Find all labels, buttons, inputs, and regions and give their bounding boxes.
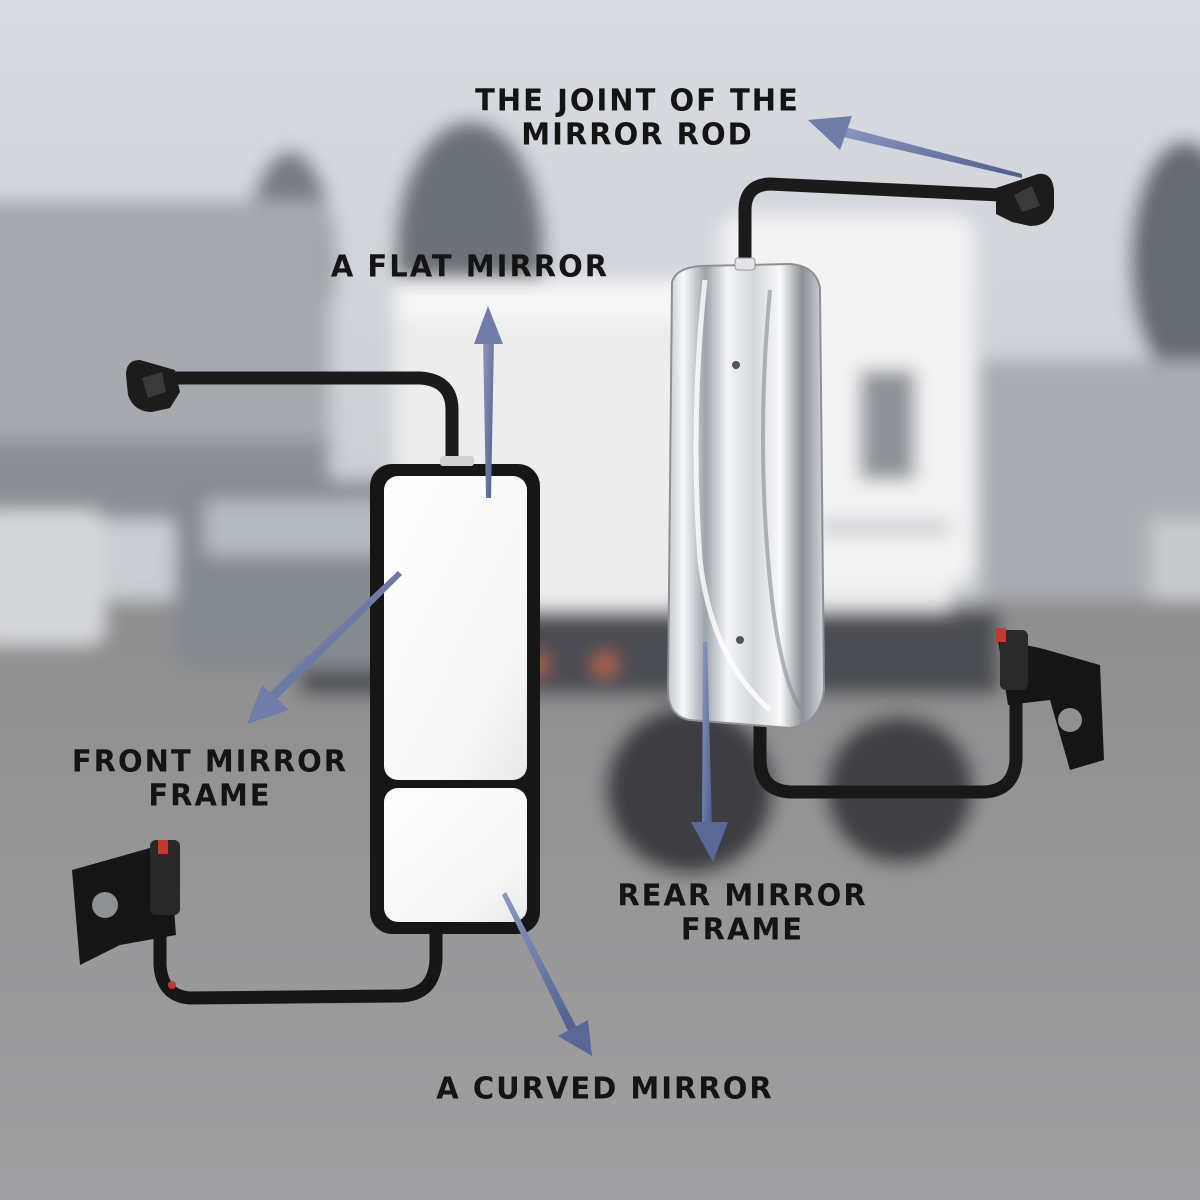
rear-lower-arm (753, 673, 1023, 799)
label-flat-mirror: A FLAT MIRROR (320, 248, 620, 284)
arrow-joint-icon (808, 116, 1022, 178)
label-curved-text: A CURVED MIRROR (436, 1070, 774, 1106)
front-top-arm (163, 371, 459, 469)
front-bracket-mount-icon (72, 840, 180, 989)
label-joint-line2: MIRROR ROD (521, 116, 754, 153)
arrow-front-frame-icon (247, 571, 402, 724)
label-curved-mirror: A CURVED MIRROR (420, 1070, 790, 1106)
front-lower-arm (153, 893, 443, 1005)
rear-mirror-assembly (666, 173, 1104, 799)
front-mirror-assembly (72, 360, 540, 1005)
rear-chrome-housing (666, 262, 826, 730)
label-front-line1: FRONT MIRROR (71, 743, 349, 780)
label-flat-text: A FLAT MIRROR (330, 248, 610, 284)
label-front-line2: FRAME (148, 777, 272, 814)
arrow-flat-mirror-icon (474, 306, 503, 498)
callout-arrows (247, 116, 1022, 1056)
label-front-mirror-frame: FRONT MIRROR FRAME (60, 743, 360, 814)
arrow-rear-frame-icon (691, 642, 728, 862)
curved-mirror-glass (384, 788, 527, 922)
label-joint-line1: THE JOINT OF THE (475, 82, 800, 119)
arrow-curved-mirror-icon (502, 892, 592, 1056)
label-rear-mirror-frame: REAR MIRROR FRAME (600, 877, 885, 948)
rear-bracket-mount-icon (996, 628, 1104, 770)
flat-mirror-glass (384, 476, 527, 780)
rear-top-arm (738, 177, 1007, 275)
label-rear-line2: FRAME (680, 911, 805, 948)
label-rear-line1: REAR MIRROR (617, 877, 868, 914)
label-joint-mirror-rod: THE JOINT OF THE MIRROR ROD (470, 82, 805, 153)
